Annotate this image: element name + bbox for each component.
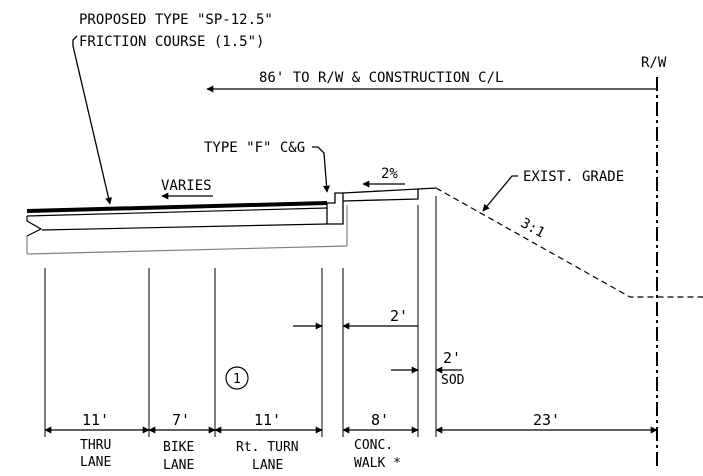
segment-label-bike-line1: BIKE bbox=[163, 440, 194, 455]
friction-course-leader bbox=[72, 35, 112, 205]
segment-width-thru: 11' bbox=[82, 411, 109, 429]
base-course-bottom bbox=[26, 245, 348, 255]
pavement-break-line bbox=[26, 216, 43, 237]
walk-offset-dimension: 2' bbox=[390, 307, 408, 325]
sod-label: SOD bbox=[441, 373, 465, 388]
segment-label-bike-line2: LANE bbox=[163, 458, 194, 473]
concrete-walk-slab bbox=[342, 188, 419, 202]
segment-label-thru-line2: LANE bbox=[80, 455, 111, 470]
segment-width-bike: 7' bbox=[172, 411, 190, 429]
friction-course-layer bbox=[26, 201, 328, 213]
segment-label-thru-line1: THRU bbox=[80, 438, 111, 453]
existing-grade-label: EXIST. GRADE bbox=[523, 169, 624, 185]
sod-strip bbox=[417, 187, 437, 190]
segment-label-turn-line2: LANE bbox=[252, 458, 283, 473]
rw-label: R/W bbox=[641, 55, 667, 71]
friction-course-note-line2: FRICTION COURSE (1.5") bbox=[79, 34, 264, 50]
existing-grade-line bbox=[435, 187, 703, 298]
walk-slope-label: 2% bbox=[381, 166, 398, 182]
segment-label-walk-line1: CONC. bbox=[354, 438, 393, 453]
curb-type-label: TYPE "F" C&G bbox=[204, 140, 305, 156]
existing-grade-leader bbox=[482, 175, 518, 212]
rw-distance-label: 86' TO R/W & CONSTRUCTION C/L bbox=[259, 70, 503, 86]
structural-course-bottom bbox=[41, 223, 328, 231]
segment-width-walk: 8' bbox=[371, 411, 389, 429]
segment-label-walk-line2: WALK * bbox=[354, 456, 401, 471]
detail-callout-circle bbox=[225, 366, 249, 390]
pavement-slope-label: VARIES bbox=[161, 178, 212, 194]
segment-label-turn-line1: Rt. TURN bbox=[236, 440, 299, 455]
segment-width-turn: 11' bbox=[254, 411, 281, 429]
side-slope-label: 3:1 bbox=[518, 215, 548, 241]
curb-type-leader bbox=[312, 146, 331, 193]
curb-and-gutter bbox=[326, 192, 344, 225]
pavement-lower-line bbox=[26, 207, 328, 217]
detail-callout-number: 1 bbox=[233, 372, 241, 387]
segment-width-slope: 23' bbox=[533, 411, 560, 429]
sod-width-dimension: 2' bbox=[443, 349, 461, 367]
friction-course-note-line1: PROPOSED TYPE "SP-12.5" bbox=[79, 12, 273, 28]
